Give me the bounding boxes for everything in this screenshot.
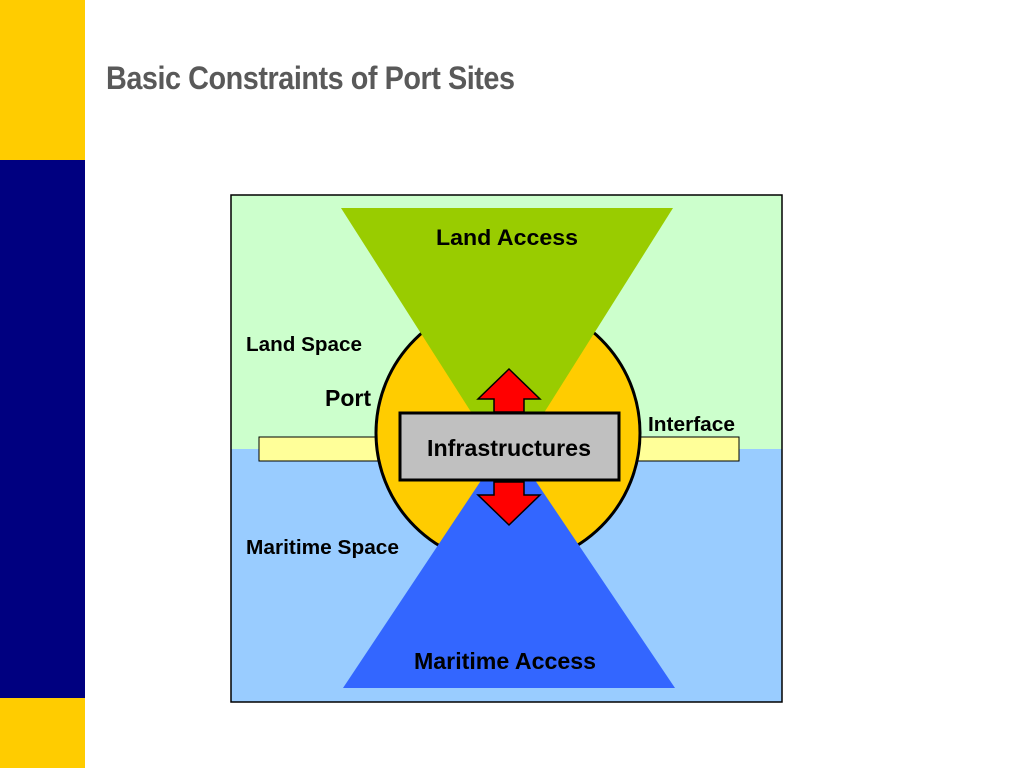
side-band-bottom [0,698,85,768]
infrastructures-box [398,411,621,482]
maritime-access-triangle [343,440,675,688]
side-band-middle [0,160,85,698]
land-access-triangle [341,208,673,470]
down-arrow-icon [476,481,542,527]
maritime-space-label: Maritime Space [246,537,399,559]
slide-title: Basic Constraints of Port Sites [106,60,515,96]
side-band-top [0,0,85,160]
diagram-frame [230,194,783,703]
port-label: Port [325,385,371,411]
maritime-access-label: Maritime Access [414,648,596,674]
land-access-label: Land Access [436,225,578,250]
infrastructures-label: Infrastructures [427,435,591,461]
land-space-label: Land Space [246,334,362,356]
interface-label: Interface [648,414,735,436]
